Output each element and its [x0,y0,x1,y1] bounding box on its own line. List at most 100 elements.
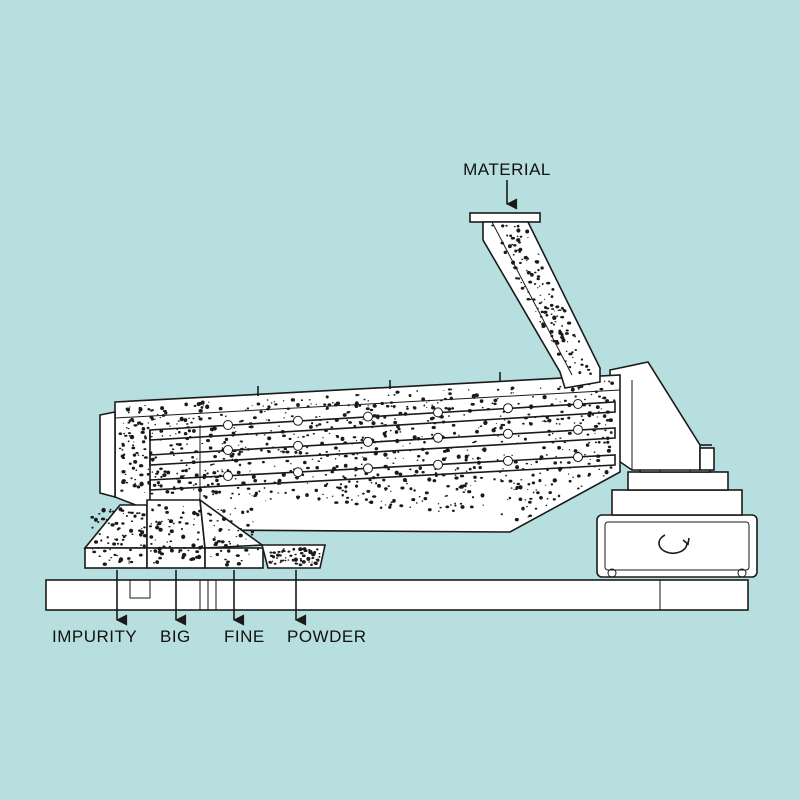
particle [182,505,185,507]
particle [421,397,426,402]
particle [444,495,447,497]
particle [229,513,232,515]
particle [382,431,387,436]
particle [590,393,593,396]
particle [151,471,154,473]
particle [437,503,440,505]
particle [331,495,334,497]
particle [213,427,217,431]
particle [218,406,223,411]
particle [112,510,115,513]
particle [204,495,208,499]
particle [402,478,407,482]
particle [258,490,261,493]
particle [287,550,291,553]
particle [474,480,477,482]
particle [245,433,249,435]
particle [266,449,269,452]
particle [506,499,509,501]
particle [605,399,609,403]
particle [250,533,254,536]
particle [187,429,192,433]
particle [267,436,272,441]
particle [476,456,480,460]
particle [385,402,387,404]
particle [612,399,616,402]
particle [273,562,277,565]
label-fine: FINE [224,627,265,646]
particle [164,506,169,510]
particle [558,309,562,312]
particle [138,553,143,557]
particle [121,470,126,474]
top-studs [257,372,501,396]
particle [251,405,253,407]
particle [375,414,380,419]
particle [264,411,266,413]
particle [224,543,228,548]
particle [315,424,319,427]
particle [426,420,430,422]
deck-ball [503,428,513,439]
particle [129,528,134,533]
particle [342,413,347,417]
particle [169,425,171,427]
particle [367,405,369,407]
particle [364,498,368,501]
particle [274,403,278,406]
particle [491,428,496,433]
particle [285,459,290,463]
particle [567,431,572,435]
particle [244,548,249,552]
particle [471,496,475,499]
particle [516,228,521,233]
particle [409,442,411,445]
particle [447,388,451,391]
particle [234,431,237,433]
particle [551,334,553,337]
particle [340,436,345,441]
particle [356,480,359,483]
particle [342,475,345,478]
particle [500,440,504,443]
particle [587,474,590,477]
particle [216,482,221,486]
particle [447,407,452,411]
particle [470,402,475,406]
particle [318,453,322,456]
particle [194,473,199,478]
particle [370,481,373,484]
particle [260,448,263,452]
particle [187,549,190,552]
particle [561,325,564,327]
particle [327,403,332,407]
particle [236,562,242,566]
particle [328,432,331,435]
particle [527,413,531,416]
particle [413,489,416,492]
particle [146,426,150,430]
particle [229,542,232,545]
particle [289,554,292,557]
particle [471,471,473,474]
particle [585,443,590,447]
particle [353,424,357,428]
particle [91,548,94,550]
particle [232,449,237,453]
particle [529,404,534,409]
particle [454,474,457,477]
particle [240,485,242,487]
particle [293,433,295,436]
chute-particles [491,224,592,375]
particle [172,486,176,489]
particle [390,490,392,492]
particle [259,410,263,414]
particle [572,476,574,479]
particle [280,430,285,434]
particle [373,450,378,456]
particle [293,455,296,457]
particle [128,560,130,562]
particle [600,408,603,410]
particle [261,460,265,464]
particle [121,522,125,525]
